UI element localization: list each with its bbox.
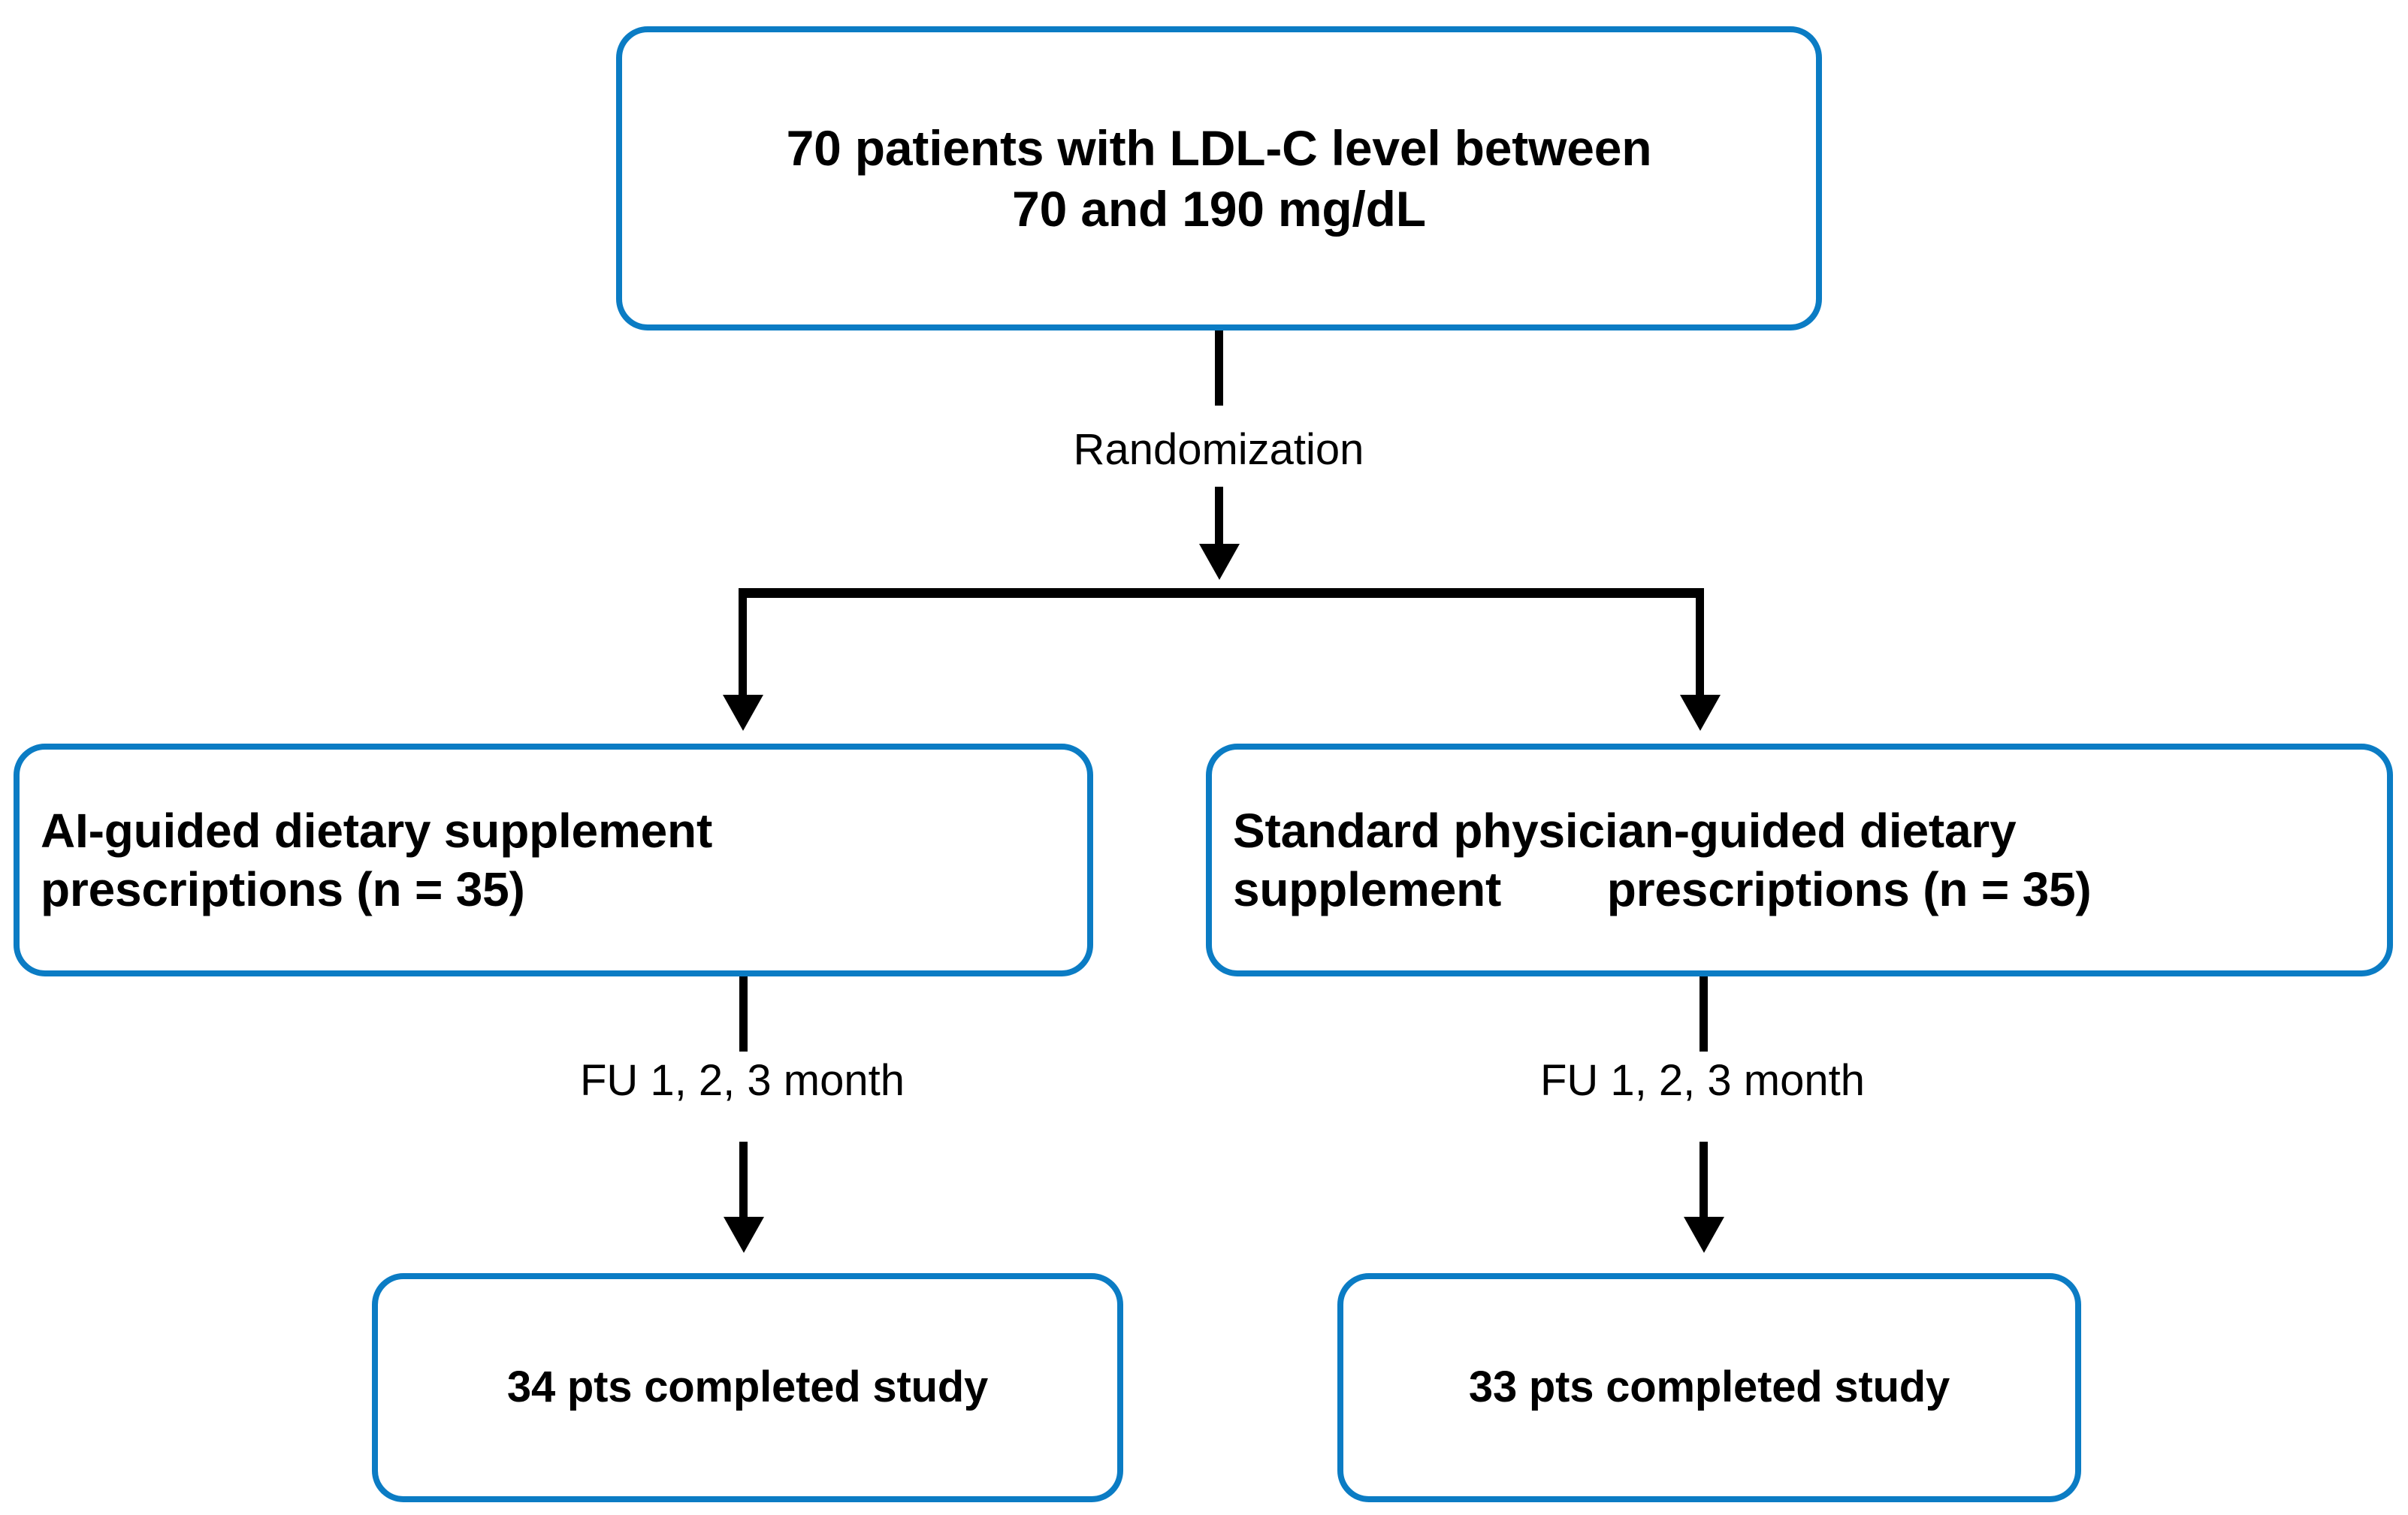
arrowhead-down-icon (1199, 544, 1240, 580)
arrowhead-down-icon (723, 695, 763, 731)
intervention-outcome-node: 34 pts completed study (372, 1273, 1123, 1502)
intervention-arm-label: AI-guided dietary supplement prescriptio… (41, 803, 713, 916)
connector-split-bar (739, 588, 1704, 598)
arrowhead-down-icon (1680, 695, 1721, 731)
arrowhead-down-icon (724, 1217, 764, 1253)
connector-split-left (739, 588, 747, 701)
connector-intervention-followup-stem (739, 976, 748, 1052)
control-outcome-label: 33 pts completed study (1468, 1363, 1950, 1412)
control-outcome-node: 33 pts completed study (1337, 1273, 2081, 1502)
connector-control-followup-stem (1699, 976, 1708, 1052)
randomization-label: Randomization (1064, 424, 1373, 475)
enrollment-node-label: 70 patients with LDL-C level between 70 … (786, 119, 1652, 237)
connector-split-right (1696, 588, 1704, 701)
control-arm-label: Standard physician-guided dietary supple… (1233, 803, 2092, 916)
control-arm-node: Standard physician-guided dietary supple… (1206, 744, 2393, 976)
connector-enrollment-to-randomization (1215, 330, 1223, 406)
arrowhead-down-icon (1684, 1217, 1724, 1253)
followup-label-intervention: FU 1, 2, 3 month (571, 1055, 914, 1106)
intervention-outcome-label: 34 pts completed study (506, 1363, 989, 1412)
connector-intervention-followup-stem-lower (739, 1142, 748, 1223)
followup-label-control: FU 1, 2, 3 month (1531, 1055, 1874, 1106)
connector-randomization-stem (1215, 487, 1223, 553)
connector-control-followup-stem-lower (1699, 1142, 1708, 1223)
intervention-arm-node: AI-guided dietary supplement prescriptio… (14, 744, 1093, 976)
enrollment-node: 70 patients with LDL-C level between 70 … (616, 26, 1822, 330)
